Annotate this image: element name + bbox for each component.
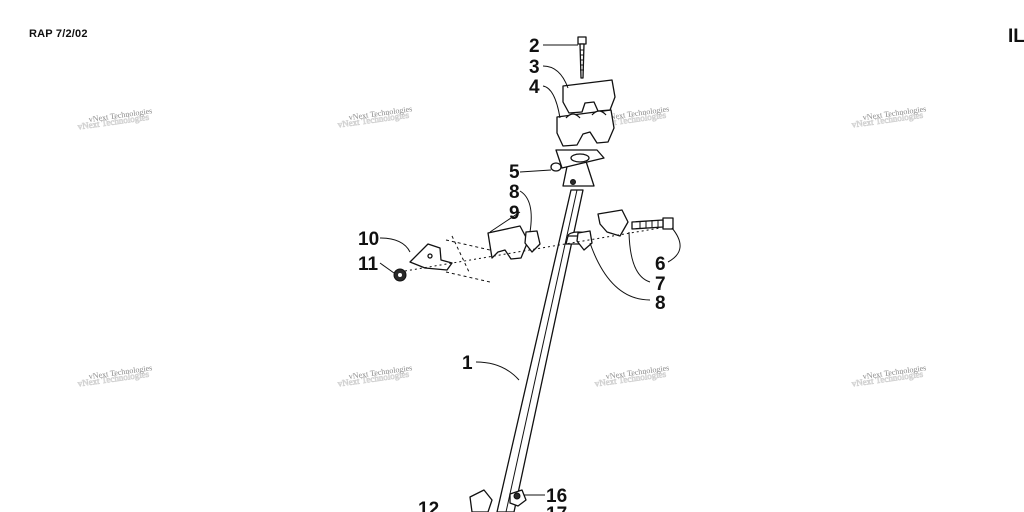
- small-nut: [550, 162, 562, 172]
- drawing-code: RAP 7/2/02: [29, 28, 88, 40]
- callout-17: 17: [546, 504, 567, 512]
- callout-7: 7: [655, 274, 666, 295]
- lock-nut: [393, 268, 407, 282]
- cap-bolt: [577, 36, 587, 79]
- callout-3: 3: [529, 57, 540, 78]
- callout-4: 4: [529, 77, 540, 98]
- leader-lines: [379, 44, 681, 496]
- callout-labels: 2 3 4 5 8 9 10 11 6 7 8 1 16 12 17: [358, 36, 666, 512]
- callout-8-left: 8: [509, 182, 520, 203]
- callout-5: 5: [509, 162, 520, 183]
- callout-2: 2: [529, 36, 540, 57]
- left-bracket: [404, 227, 661, 283]
- callout-12: 12: [418, 499, 439, 512]
- callout-16: 16: [546, 486, 567, 507]
- clamp-bolt: [631, 217, 674, 230]
- section-code: IL: [1008, 26, 1024, 47]
- callout-6: 6: [655, 254, 666, 275]
- top-plate: [555, 149, 605, 187]
- callout-11: 11: [358, 254, 379, 275]
- lower-handlebar-block: [556, 109, 615, 147]
- callout-1: 1: [462, 353, 473, 374]
- lower-mount: [469, 489, 527, 512]
- callout-10: 10: [358, 229, 379, 250]
- left-clamp: [487, 225, 541, 260]
- handlebar-cap: [562, 79, 616, 114]
- right-clamp: [576, 209, 629, 251]
- callout-8-right: 8: [655, 293, 666, 314]
- callout-9: 9: [509, 203, 520, 224]
